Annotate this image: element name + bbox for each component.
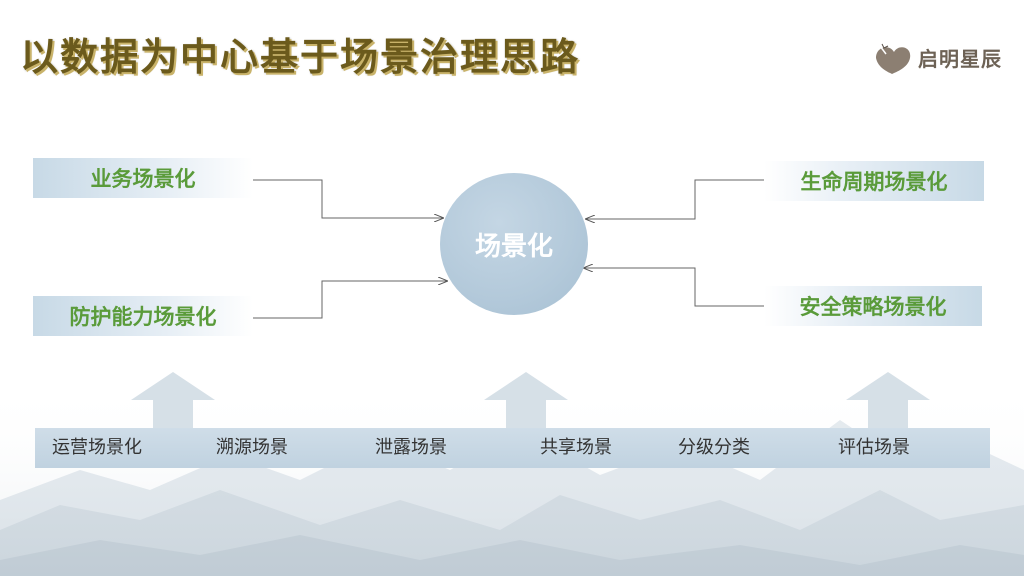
bar-item-assessment: 评估场景	[838, 437, 910, 458]
box-lifecycle-label: 生命周期场景化	[800, 170, 948, 194]
logo-text: 启明星辰	[918, 46, 1002, 71]
logo-mark-icon	[876, 43, 911, 74]
bar-item-classification: 分级分类	[678, 437, 750, 458]
center-circle: 场景化	[440, 173, 588, 315]
slide-title: 以数据为中心基于场景治理思路	[20, 34, 581, 79]
up-arrow-icon	[846, 372, 930, 430]
box-policy-label: 安全策略场景化	[799, 295, 947, 319]
up-arrow-icon	[484, 372, 568, 430]
bar-item-operations: 运营场景化	[52, 437, 142, 458]
bar-item-sharing: 共享场景	[540, 437, 612, 458]
box-protection-scenario: 防护能力场景化	[33, 296, 253, 336]
up-arrow-icon	[131, 372, 215, 430]
box-business-scenario: 业务场景化	[33, 158, 253, 198]
box-protection-label: 防护能力场景化	[69, 305, 217, 329]
center-label: 场景化	[474, 231, 553, 262]
bar-item-tracing: 溯源场景	[216, 437, 288, 458]
scenario-bar: 运营场景化 溯源场景 泄露场景 共享场景 分级分类 评估场景	[35, 428, 990, 468]
company-logo: 启明星辰	[870, 38, 1002, 76]
box-business-label: 业务场景化	[90, 167, 196, 191]
bar-item-leakage: 泄露场景	[375, 437, 447, 458]
box-policy-scenario: 安全策略场景化	[764, 286, 982, 326]
box-lifecycle-scenario: 生命周期场景化	[764, 161, 984, 201]
